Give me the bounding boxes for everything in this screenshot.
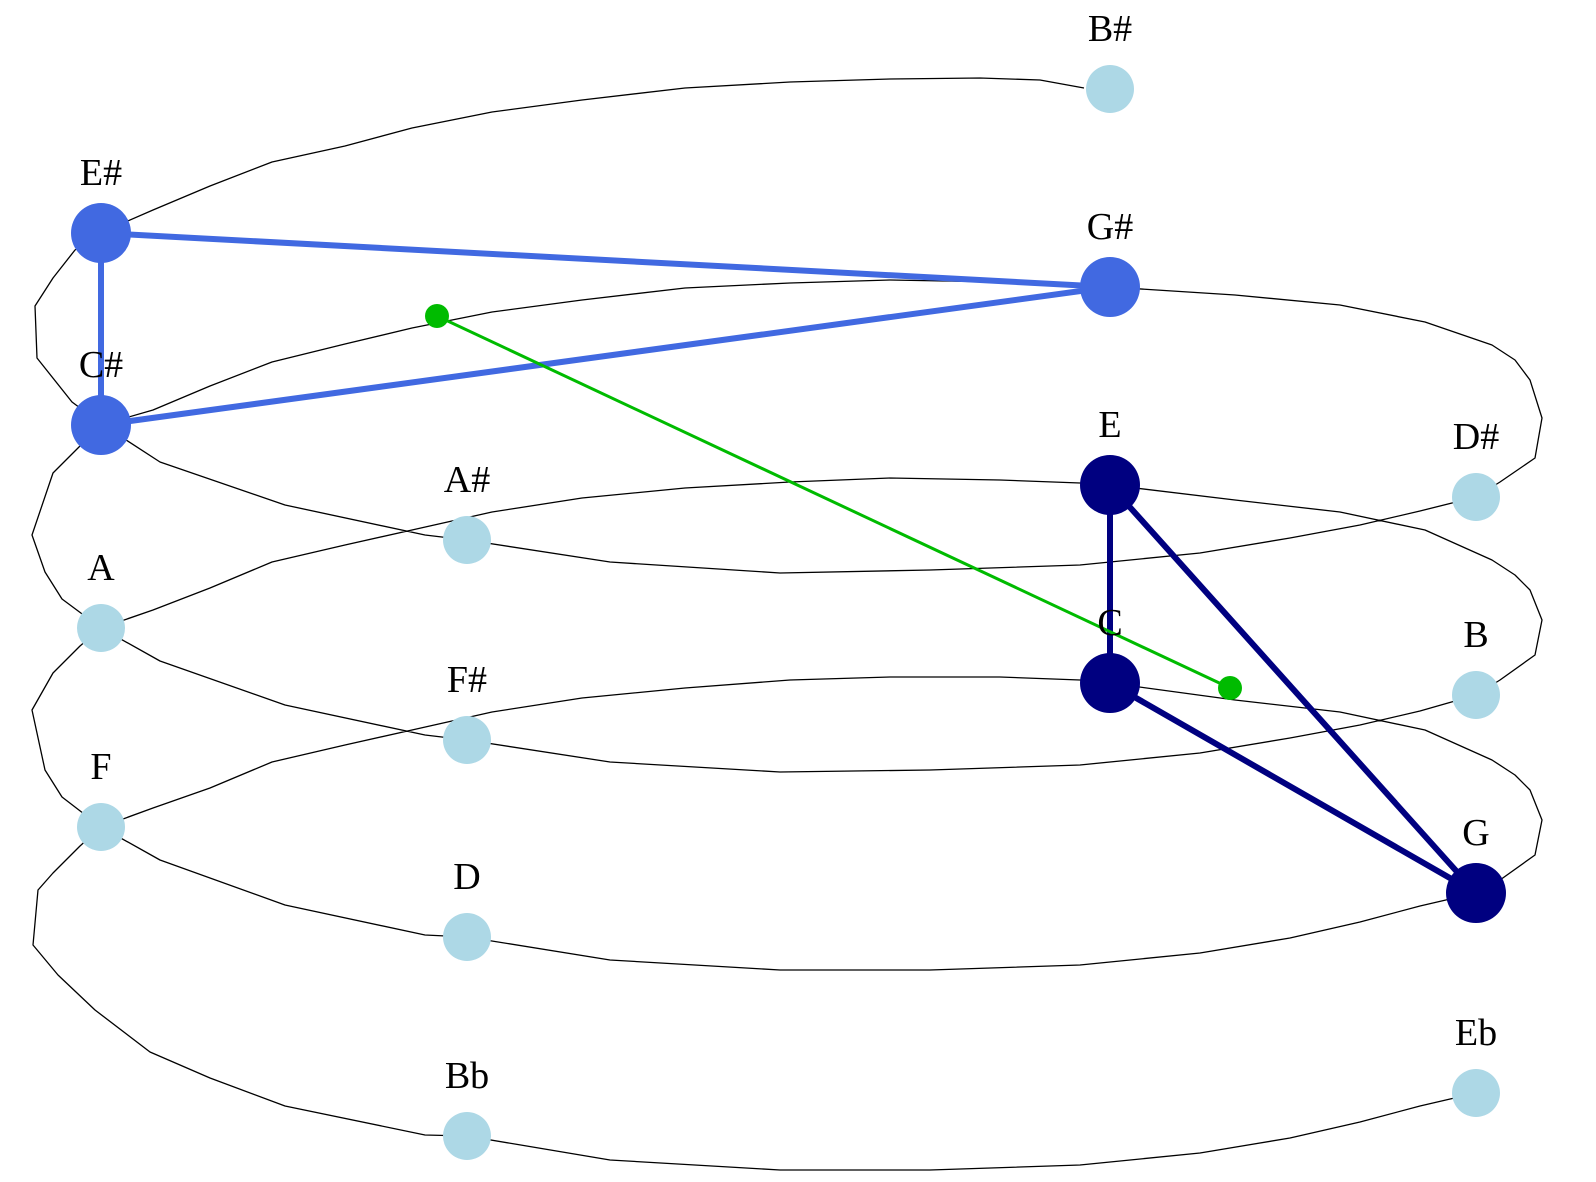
note-node-a-sharp: A# xyxy=(443,459,491,564)
note-label-b: B xyxy=(1463,614,1488,656)
note-circle-d-sharp xyxy=(1452,473,1500,521)
note-label-e: E xyxy=(1098,404,1121,446)
note-node-b: B xyxy=(1452,614,1500,719)
spiral-path-1 xyxy=(31,77,1543,1171)
note-label-d-sharp: D# xyxy=(1453,416,1499,458)
note-label-e-sharp: E# xyxy=(80,152,122,194)
note-label-f: F xyxy=(90,746,111,788)
note-label-d: D xyxy=(453,856,480,898)
chord-2-centroid-dot xyxy=(1218,676,1242,700)
note-node-a: A xyxy=(77,547,125,652)
note-label-f-sharp: F# xyxy=(447,659,487,701)
chord-1-centroid-dot xyxy=(425,304,449,328)
note-label-a-sharp: A# xyxy=(444,459,490,501)
note-node-c: C xyxy=(1080,602,1140,713)
note-label-eb: Eb xyxy=(1455,1012,1497,1054)
note-node-bb: Bb xyxy=(443,1055,491,1160)
note-label-c: C xyxy=(1097,602,1122,644)
note-circle-c xyxy=(1080,653,1140,713)
note-node-b-sharp: B# xyxy=(1086,8,1134,113)
note-circle-c-sharp xyxy=(71,395,131,455)
chord-1-edge-esharp-gsharp xyxy=(98,230,1113,290)
note-circle-f xyxy=(77,803,125,851)
note-node-eb: Eb xyxy=(1452,1012,1500,1117)
note-circle-bb xyxy=(443,1112,491,1160)
voice-leading-marker xyxy=(425,304,1242,700)
voice-leading-line xyxy=(436,314,1231,690)
note-circle-e-sharp xyxy=(71,203,131,263)
chord-1-edge-gsharp-csharp xyxy=(98,284,1113,428)
note-label-a: A xyxy=(87,547,115,589)
note-node-f-sharp: F# xyxy=(443,659,491,764)
note-label-c-sharp: C# xyxy=(79,344,123,386)
note-node-c-sharp: C# xyxy=(71,344,131,455)
note-circle-g-sharp xyxy=(1080,257,1140,317)
note-label-b-sharp: B# xyxy=(1088,8,1132,50)
note-node-e: E xyxy=(1080,404,1140,515)
note-circle-b xyxy=(1452,671,1500,719)
note-circle-f-sharp xyxy=(443,716,491,764)
note-node-d-sharp: D# xyxy=(1452,416,1500,521)
note-node-g-sharp: G# xyxy=(1080,206,1140,317)
chord-2-edge-c-g xyxy=(1107,680,1479,896)
note-node-f: F xyxy=(77,746,125,851)
note-circle-d xyxy=(443,913,491,961)
note-circle-a-sharp xyxy=(443,516,491,564)
note-circle-e xyxy=(1080,455,1140,515)
note-node-g: G xyxy=(1446,812,1506,923)
note-circle-a xyxy=(77,604,125,652)
chord-2-edge-g-e xyxy=(1107,482,1479,896)
note-label-g-sharp: G# xyxy=(1087,206,1133,248)
note-label-g: G xyxy=(1462,812,1489,854)
note-circle-eb xyxy=(1452,1069,1500,1117)
spiral-lines xyxy=(31,77,1543,1171)
note-label-bb: Bb xyxy=(445,1055,489,1097)
chord-edges xyxy=(98,230,1479,896)
note-node-d: D xyxy=(443,856,491,961)
note-circle-b-sharp xyxy=(1086,65,1134,113)
note-circle-g xyxy=(1446,863,1506,923)
note-node-e-sharp: E# xyxy=(71,152,131,263)
